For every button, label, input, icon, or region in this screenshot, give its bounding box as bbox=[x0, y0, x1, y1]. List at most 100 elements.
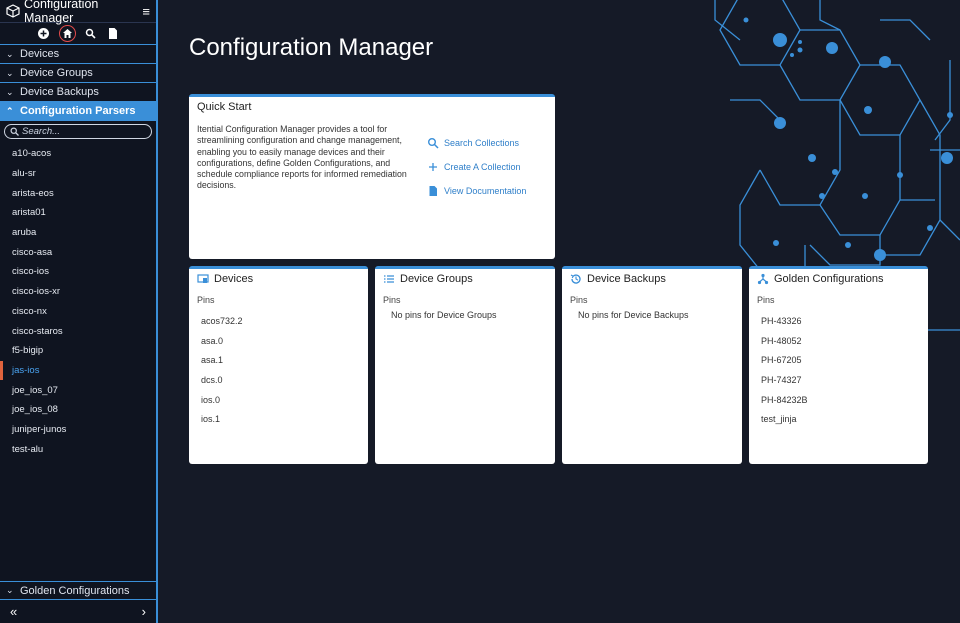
quick-start-title: Quick Start bbox=[197, 101, 252, 113]
parser-item[interactable]: cisco-ios-xr bbox=[12, 286, 61, 298]
section-label: Device Groups bbox=[20, 67, 93, 79]
parser-item[interactable]: joe_ios_07 bbox=[12, 384, 58, 396]
create-collection-label: Create A Collection bbox=[444, 162, 521, 172]
devices-icon bbox=[197, 274, 209, 283]
sidebar-section-configuration-parsers[interactable]: ⌃ Configuration Parsers bbox=[0, 102, 156, 121]
pins-label: Pins bbox=[757, 295, 775, 305]
pin-item[interactable]: asa.0 bbox=[201, 335, 224, 346]
device-backups-card: Device Backups Pins No pins for Device B… bbox=[562, 266, 742, 464]
no-pins-message: No pins for Device Groups bbox=[391, 310, 497, 320]
sidebar-section-device-backups[interactable]: ⌄ Device Backups bbox=[0, 83, 156, 102]
no-pins-message: No pins for Device Backups bbox=[578, 310, 689, 320]
devices-pin-list: acos732.2 asa.0 asa.1 dcs.0 ios.0 ios.1 bbox=[189, 311, 368, 429]
pin-item[interactable]: dcs.0 bbox=[201, 374, 223, 385]
pins-label: Pins bbox=[383, 295, 401, 305]
pin-item[interactable]: PH-84232B bbox=[761, 394, 808, 405]
chevron-down-icon: ⌄ bbox=[6, 48, 14, 59]
history-icon bbox=[570, 274, 581, 284]
golden-configurations-card-title: Golden Configurations bbox=[749, 269, 928, 289]
list-icon bbox=[384, 275, 394, 283]
search-icon bbox=[10, 127, 19, 136]
pin-item[interactable]: PH-74327 bbox=[761, 374, 802, 385]
parser-item[interactable]: cisco-staros bbox=[12, 325, 63, 337]
section-label: Golden Configurations bbox=[20, 584, 130, 597]
search-icon bbox=[428, 138, 439, 149]
tree-icon bbox=[757, 273, 769, 285]
expand-sidebar-button[interactable]: › bbox=[141, 604, 146, 619]
sidebar-section-golden-configurations[interactable]: ⌄ Golden Configurations bbox=[0, 581, 156, 600]
parser-item[interactable]: cisco-ios bbox=[12, 266, 49, 278]
pin-item[interactable]: ios.1 bbox=[201, 414, 221, 425]
view-documentation-link[interactable]: View Documentation bbox=[427, 179, 526, 203]
collapse-sidebar-button[interactable]: « bbox=[10, 604, 18, 619]
parser-item[interactable]: arista01 bbox=[12, 207, 46, 219]
sidebar-toolbar bbox=[0, 23, 156, 45]
sidebar-header: Configuration Manager ≡ bbox=[0, 0, 156, 25]
hamburger-menu-icon[interactable]: ≡ bbox=[142, 3, 150, 19]
chevron-down-icon: ⌄ bbox=[6, 67, 14, 78]
device-groups-card: Device Groups Pins No pins for Device Gr… bbox=[375, 266, 555, 464]
device-groups-card-label: Device Groups bbox=[400, 273, 473, 285]
section-label: Configuration Parsers bbox=[20, 105, 136, 117]
sidebar: Configuration Manager ≡ ⌄ Devices ⌄ Device… bbox=[0, 0, 158, 623]
home-icon[interactable] bbox=[58, 25, 76, 42]
chevron-up-icon: ⌃ bbox=[6, 105, 14, 116]
pin-item[interactable]: PH-48052 bbox=[761, 335, 802, 346]
section-label: Devices bbox=[20, 48, 60, 60]
search-icon[interactable] bbox=[84, 27, 98, 41]
pin-item[interactable]: asa.1 bbox=[201, 355, 224, 366]
devices-card: Devices Pins acos732.2 asa.0 asa.1 dcs.0 ios… bbox=[189, 266, 368, 464]
parser-list: a10-acos alu-sr arista-eos arista01 aruba cis… bbox=[0, 144, 156, 459]
parser-item[interactable]: f5-bigip bbox=[12, 345, 44, 357]
pin-item[interactable]: acos732.2 bbox=[201, 315, 243, 326]
main-content: Configuration Manager Quick Start Itenti… bbox=[158, 0, 960, 623]
parser-item[interactable]: joe_ios_08 bbox=[12, 404, 58, 416]
parser-item[interactable]: cisco-nx bbox=[12, 305, 47, 317]
chevron-down-icon: ⌄ bbox=[6, 86, 14, 97]
section-label: Device Backups bbox=[20, 86, 99, 98]
document-icon bbox=[429, 186, 437, 196]
app-logo-icon bbox=[6, 4, 20, 18]
pin-item[interactable]: PH-67205 bbox=[761, 355, 802, 366]
search-collections-link[interactable]: Search Collections bbox=[427, 131, 526, 155]
sidebar-title: Configuration Manager bbox=[24, 0, 99, 25]
golden-configurations-card-label: Golden Configurations bbox=[774, 273, 884, 285]
search-wrapper bbox=[0, 121, 156, 142]
create-collection-link[interactable]: Create A Collection bbox=[427, 155, 526, 179]
plus-icon bbox=[429, 163, 437, 171]
parser-item[interactable]: cisco-asa bbox=[12, 246, 53, 258]
quick-start-description: Itential Configuration Manager provides … bbox=[197, 124, 407, 191]
view-documentation-label: View Documentation bbox=[444, 186, 527, 196]
device-groups-card-title: Device Groups bbox=[375, 269, 555, 289]
device-backups-card-label: Device Backups bbox=[587, 273, 666, 285]
parser-item[interactable]: aruba bbox=[12, 227, 37, 239]
pins-label: Pins bbox=[570, 295, 588, 305]
chevron-down-icon: ⌄ bbox=[6, 585, 14, 595]
quick-start-links: Search Collections Create A Collection V… bbox=[427, 131, 526, 203]
parser-item[interactable]: juniper-junos bbox=[12, 423, 67, 435]
parser-item[interactable]: a10-acos bbox=[12, 148, 52, 160]
page-title: Configuration Manager bbox=[189, 34, 434, 61]
quick-start-card: Quick Start Itential Configuration Manag… bbox=[189, 94, 555, 259]
pin-item[interactable]: PH-43326 bbox=[761, 315, 802, 326]
sidebar-bottom: ⌄ Golden Configurations « › bbox=[0, 581, 156, 623]
search-input[interactable] bbox=[22, 126, 142, 137]
parser-item[interactable]: alu-sr bbox=[12, 168, 36, 180]
parser-item[interactable]: jas-ios bbox=[0, 360, 156, 381]
parser-item[interactable]: test-alu bbox=[12, 443, 44, 455]
pin-item[interactable]: ios.0 bbox=[201, 394, 221, 405]
device-backups-card-title: Device Backups bbox=[562, 269, 742, 289]
sidebar-section-device-groups[interactable]: ⌄ Device Groups bbox=[0, 64, 156, 83]
add-circle-icon[interactable] bbox=[37, 27, 51, 41]
pin-item[interactable]: test_jinja bbox=[761, 414, 797, 425]
search-collections-label: Search Collections bbox=[444, 138, 520, 148]
sidebar-pager: « › bbox=[0, 600, 156, 623]
sidebar-section-devices[interactable]: ⌄ Devices bbox=[0, 45, 156, 64]
devices-card-label: Devices bbox=[214, 273, 254, 285]
parser-item[interactable]: arista-eos bbox=[12, 187, 54, 199]
pins-label: Pins bbox=[197, 295, 215, 305]
document-icon[interactable] bbox=[106, 27, 120, 41]
devices-card-title: Devices bbox=[189, 269, 368, 289]
